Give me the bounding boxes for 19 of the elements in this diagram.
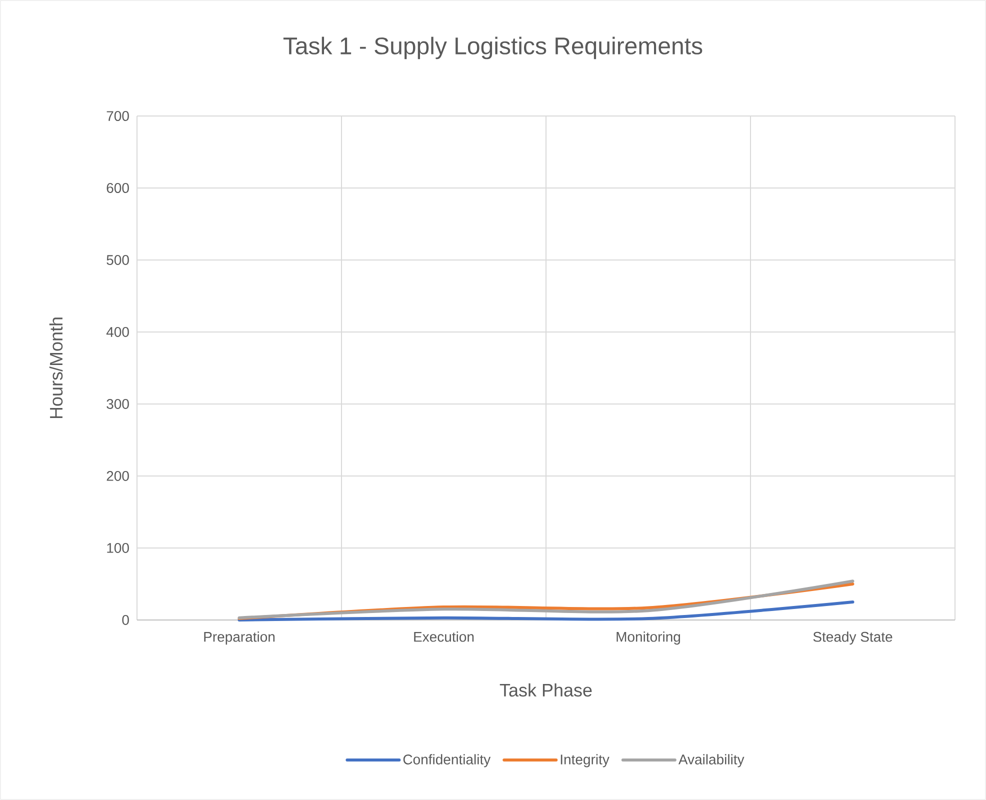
line-series	[238, 600, 854, 622]
axis-title: Hours/Month	[49, 318, 63, 418]
y-tick-label: 600	[106, 183, 129, 193]
y-tick-label: 400	[106, 327, 129, 337]
y-tick-label: 100	[107, 543, 129, 553]
x-tick-label: Monitoring	[616, 632, 680, 645]
chart-title: Task 1 - Supply Logistics Requirements	[283, 36, 702, 60]
x-tick-label: Execution	[414, 632, 474, 642]
legend-label: Availability	[678, 754, 744, 768]
y-tick-label: 200	[106, 471, 129, 481]
y-tick-label: 700	[106, 111, 129, 121]
legend-label: Integrity	[560, 754, 610, 768]
y-tick-label: 300	[106, 399, 129, 409]
x-tick-label: Steady State	[813, 632, 892, 645]
y-tick-label: 500	[106, 255, 129, 265]
y-tick-label: 0	[122, 615, 129, 625]
legend-label: Confidentiality	[403, 754, 491, 768]
axis-title: Task Phase	[500, 683, 592, 697]
x-tick-label: Preparation	[204, 632, 275, 645]
